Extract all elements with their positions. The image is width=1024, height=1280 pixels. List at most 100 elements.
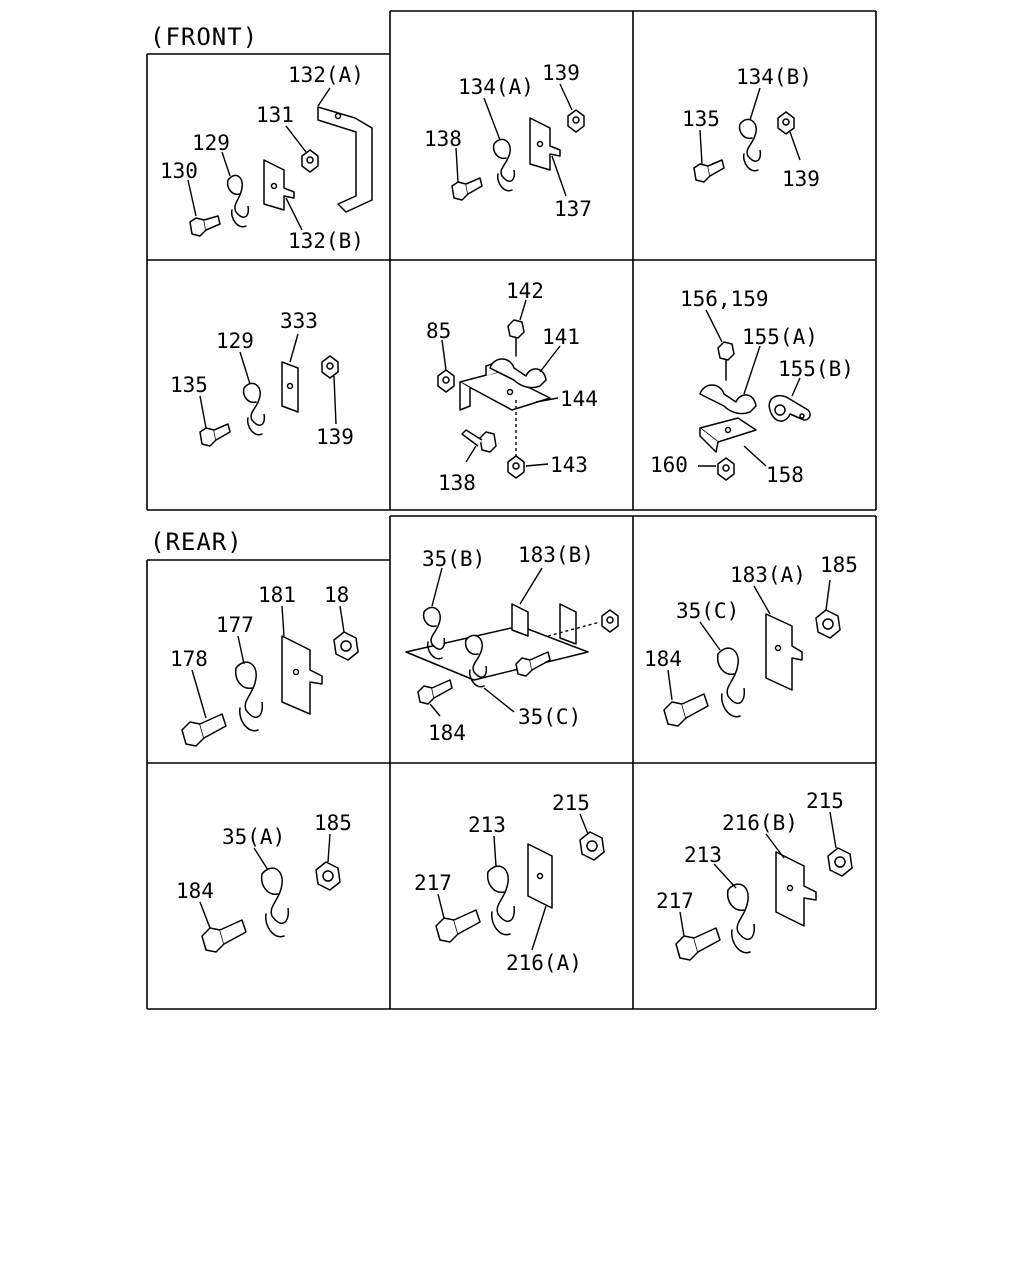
label: 142 [506, 279, 544, 303]
label: 132(B) [288, 229, 364, 253]
section-title-front: (FRONT) [150, 23, 258, 51]
label: 131 [256, 103, 294, 127]
label: 215 [806, 789, 844, 813]
label: 217 [656, 889, 694, 913]
plate-216b [775, 851, 817, 927]
bolt-178 [181, 713, 227, 747]
nut-bracket [601, 609, 619, 633]
nut-160 [717, 457, 735, 481]
label: 138 [438, 471, 476, 495]
label: 129 [192, 131, 230, 155]
label: 184 [428, 721, 466, 745]
bolt-184 [201, 919, 247, 953]
rear-grid [146, 515, 877, 1010]
cell-rear-4: 35(A) 185 184 [176, 811, 352, 953]
bolt-135 [199, 423, 231, 447]
nut-185 [815, 609, 841, 639]
clip-134b [738, 118, 762, 172]
clip-35b [422, 606, 446, 660]
label: 158 [766, 463, 804, 487]
cell-rear-5: 215 213 217 216(A) [414, 791, 605, 975]
clip-155b [768, 394, 811, 422]
clip-177 [234, 661, 264, 732]
label: 129 [216, 329, 254, 353]
plate-181 [281, 635, 323, 715]
label: 215 [552, 791, 590, 815]
nut-215 [827, 847, 853, 877]
label: 134(B) [736, 65, 812, 89]
cell-front-1: 132(A) 131 129 130 132(B) [160, 63, 373, 253]
label: 35(C) [676, 599, 739, 623]
label: 134(A) [458, 75, 534, 99]
label: 184 [644, 647, 682, 671]
label: 213 [684, 843, 722, 867]
nut-139 [777, 111, 795, 135]
label: 183(A) [730, 563, 806, 587]
cell-front-3: 134(B) 135 139 [682, 65, 820, 191]
label: 141 [542, 325, 580, 349]
bolt-138 [451, 177, 483, 201]
cell-front-4: 333 129 135 139 [170, 309, 354, 449]
clip-155a [699, 384, 757, 415]
bolt-142 [507, 319, 525, 357]
label: 177 [216, 613, 254, 637]
label: 139 [316, 425, 354, 449]
clip-35c [716, 647, 746, 718]
cell-front-2: 134(A) 139 138 137 [424, 61, 592, 221]
label: 216(B) [722, 811, 798, 835]
label: 213 [468, 813, 506, 837]
nut-143 [507, 455, 525, 479]
cell-rear-3: 183(A) 185 35(C) 184 [644, 553, 858, 727]
bolt-156-159 [717, 341, 735, 381]
label: 135 [170, 373, 208, 397]
bolt-135 [693, 159, 725, 183]
label: 35(B) [422, 547, 485, 571]
label: 217 [414, 871, 452, 895]
label: 143 [550, 453, 588, 477]
bolt-130 [189, 215, 221, 237]
nut-131 [301, 149, 319, 173]
label: 155(A) [742, 325, 818, 349]
clip-129 [226, 174, 250, 228]
label: 137 [554, 197, 592, 221]
cell-rear-1: 181 18 177 178 [170, 583, 359, 747]
label: 181 [258, 583, 296, 607]
bolt-217 [675, 927, 721, 961]
nut-18 [333, 631, 359, 661]
label: 160 [650, 453, 688, 477]
label: 155(B) [778, 357, 854, 381]
clip-35a [260, 867, 290, 938]
label: 139 [542, 61, 580, 85]
label: 130 [160, 159, 198, 183]
clip-213 [726, 883, 756, 954]
plate-132b [263, 159, 295, 211]
plate-183a [765, 613, 803, 691]
section-title-rear: (REAR) [150, 528, 243, 556]
nut-185 [315, 861, 341, 891]
label: 184 [176, 879, 214, 903]
nut-139 [567, 109, 585, 133]
label: 85 [426, 319, 451, 343]
cell-front-5: 142 85 141 144 138 143 [426, 279, 598, 495]
clip-129 [242, 382, 266, 436]
label: 35(A) [222, 825, 285, 849]
clip-35c [464, 634, 488, 688]
label: 35(C) [518, 705, 581, 729]
label: 185 [314, 811, 352, 835]
label: 178 [170, 647, 208, 671]
cell-front-6: 156,159 155(A) 155(B) 160 158 [650, 287, 854, 487]
clip-141 [489, 358, 547, 389]
bolt-184 [417, 679, 453, 705]
nut-85 [437, 369, 455, 393]
label: 18 [324, 583, 349, 607]
label: 144 [560, 387, 598, 411]
label: 216(A) [506, 951, 582, 975]
clip-134a [492, 138, 516, 192]
label: 135 [682, 107, 720, 131]
bolt-bracket [515, 651, 551, 677]
nut-139 [321, 355, 339, 379]
label: 185 [820, 553, 858, 577]
label: 156,159 [680, 287, 769, 311]
label: 333 [280, 309, 318, 333]
